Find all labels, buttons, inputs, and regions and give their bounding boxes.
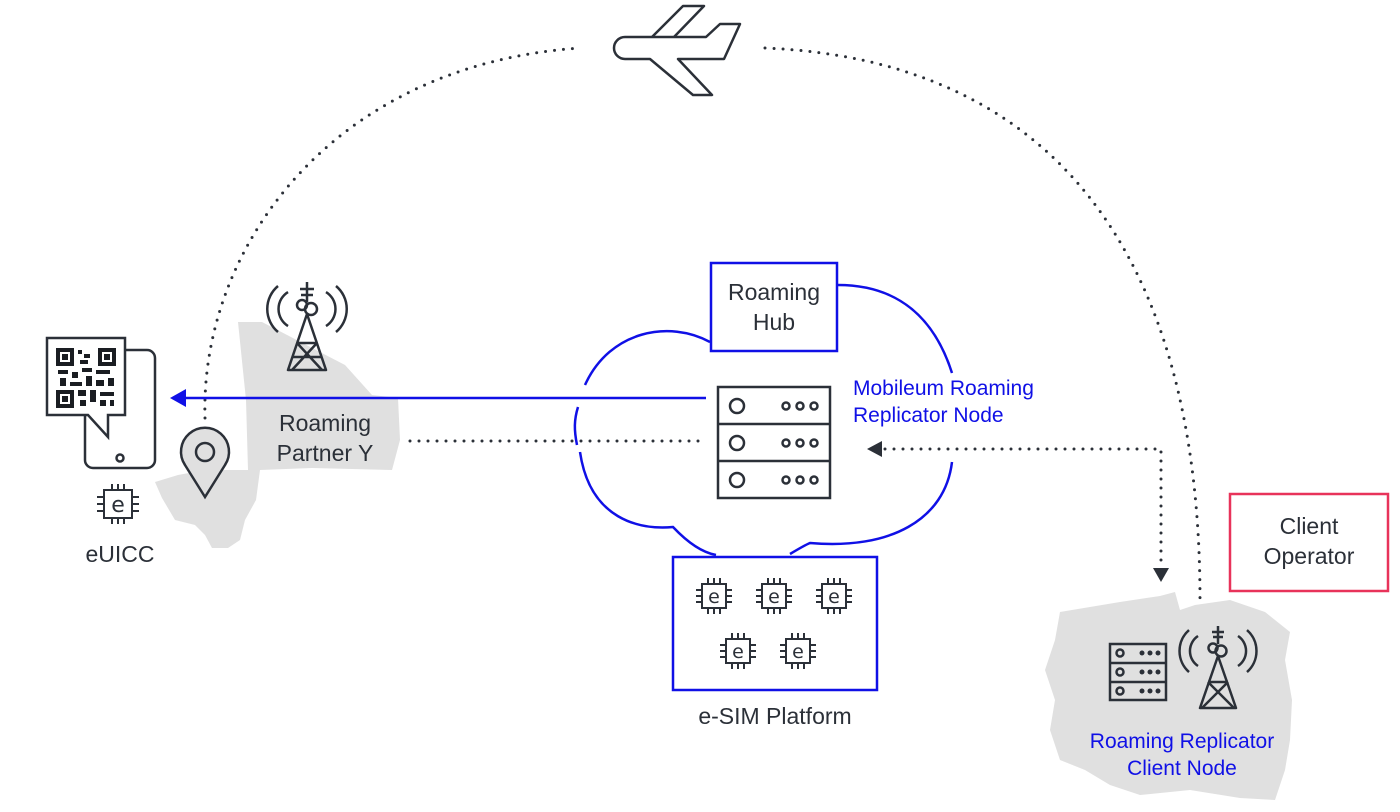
- travel-arc-right: [763, 46, 1202, 602]
- roaming-partner-country-map: [155, 322, 400, 548]
- replicator-node-line1: Mobileum Roaming: [853, 377, 1034, 400]
- server-rack-icon: [716, 385, 832, 500]
- esim-chip-icon: e: [720, 633, 756, 669]
- client-link-dotted: [867, 441, 1169, 582]
- client-operator-label: Client Operator: [1230, 512, 1388, 572]
- qr-code-icon: [45, 336, 127, 441]
- esim-chips: e e e e e: [696, 578, 852, 669]
- svg-text:e: e: [792, 641, 804, 663]
- cell-tower-icon: [266, 282, 348, 372]
- replicator-node-line2: Replicator Node: [853, 404, 1004, 428]
- client-node-line1: Roaming Replicator: [1089, 730, 1275, 753]
- provisioning-arrow: [170, 389, 706, 407]
- client-node-line2: Client Node: [1127, 757, 1237, 781]
- client-server-rack-icon: [1108, 642, 1168, 702]
- roaming-hub-line2: Hub: [752, 308, 796, 335]
- replicator-node-label[interactable]: Mobileum Roaming Replicator Node: [853, 375, 1093, 430]
- client-operator-line2: Operator: [1263, 542, 1355, 569]
- client-operator-box[interactable]: [1228, 492, 1390, 593]
- svg-text:e: e: [732, 641, 744, 663]
- client-country-map: [1045, 592, 1292, 800]
- roaming-hub-box[interactable]: [709, 261, 839, 353]
- roaming-partner-label[interactable]: Roaming Partner Y: [245, 409, 405, 469]
- client-operator-line1: Client: [1279, 513, 1339, 539]
- esim-chip-icon: e: [696, 578, 732, 614]
- roaming-partner-line2: Partner Y: [276, 439, 374, 466]
- esim-platform-box[interactable]: [671, 555, 879, 692]
- cloud-outline: [573, 283, 954, 557]
- esim-chip-icon: e: [816, 578, 852, 614]
- roaming-hub-line1: Roaming: [727, 279, 821, 305]
- esim-chip-icon: e: [780, 633, 816, 669]
- svg-text:e: e: [111, 493, 125, 518]
- svg-text:e: e: [828, 586, 840, 608]
- client-cell-tower-icon: [1178, 626, 1258, 710]
- roaming-hub-label: Roaming Hub: [711, 278, 837, 338]
- euicc-chip-icon: [97, 484, 139, 524]
- svg-text:e: e: [708, 586, 720, 608]
- client-node-label[interactable]: Roaming Replicator Client Node: [1062, 728, 1302, 783]
- esim-chip-icon: e: [756, 578, 792, 614]
- roaming-partner-line1: Roaming: [278, 410, 372, 436]
- euicc-label: eUICC: [85, 541, 155, 567]
- svg-text:e: e: [768, 586, 780, 608]
- airplane-icon: [612, 4, 742, 97]
- esim-platform-label: e-SIM Platform: [698, 703, 852, 729]
- location-pin-icon: [179, 426, 231, 500]
- travel-arc-left: [203, 46, 582, 420]
